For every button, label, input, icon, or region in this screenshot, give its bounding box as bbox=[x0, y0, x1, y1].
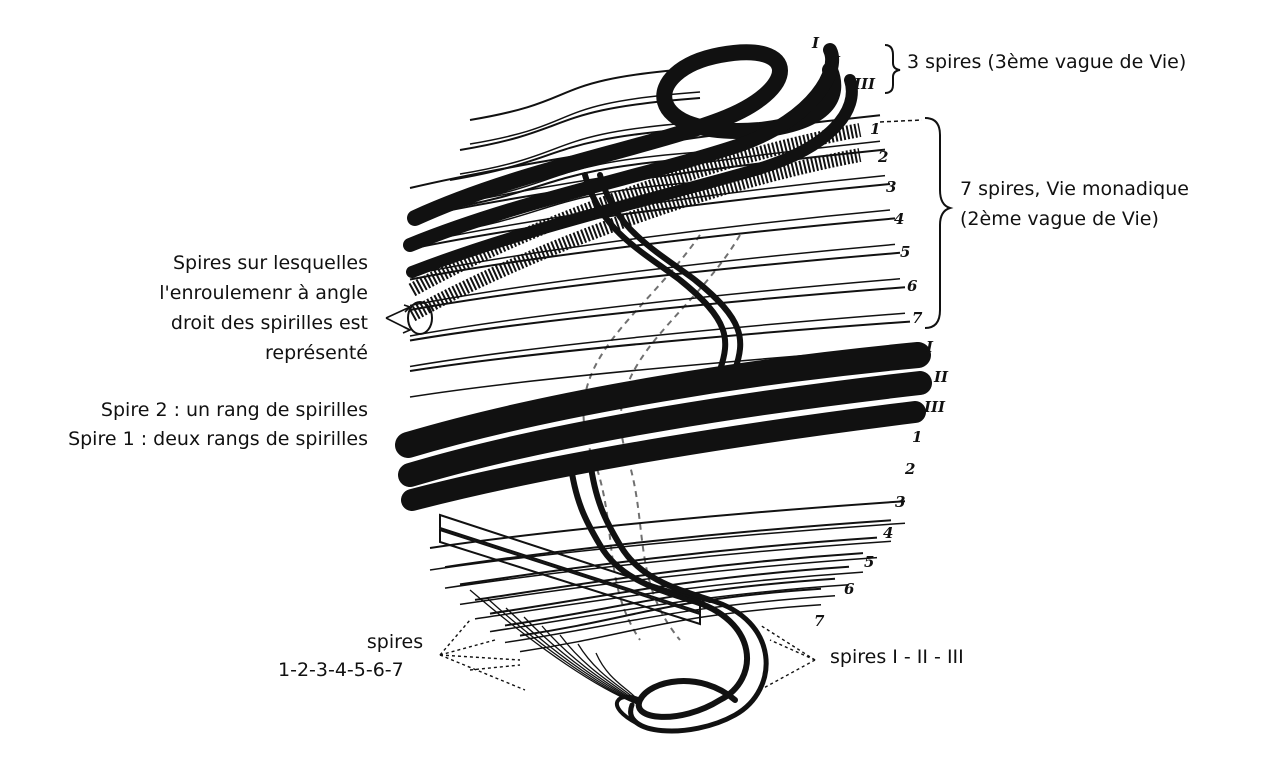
lower-front-band-6-lower-edge bbox=[504, 594, 836, 644]
upper-front-band-4-lower-edge bbox=[409, 243, 896, 307]
label-spire-2: Spire 2 : un rang de spirilles bbox=[100, 399, 368, 421]
upper-back-band-2-lower-edge bbox=[459, 121, 701, 175]
lower-front-band-1-lower-edge bbox=[429, 522, 906, 571]
numeral-lower-4: 4 bbox=[883, 524, 894, 542]
bottom-fan-line-5 bbox=[541, 625, 641, 706]
label-second-wave: (2ème vague de Vie) bbox=[960, 208, 1159, 230]
middle-black-bands bbox=[395, 342, 932, 511]
lower-front-band-2-lower-edge bbox=[444, 540, 892, 589]
bottom-right-leaders bbox=[759, 624, 816, 691]
upper-front-band-5 bbox=[409, 251, 901, 311]
bottom-fan-line-4 bbox=[523, 616, 641, 706]
label-left-line-4: représenté bbox=[265, 342, 368, 364]
brace-lead-dashed bbox=[879, 119, 923, 123]
rear-rope-dashed bbox=[582, 234, 701, 641]
brace-top bbox=[884, 44, 901, 94]
upper-back-band-4 bbox=[439, 157, 701, 211]
lower-front-band-1 bbox=[429, 500, 906, 549]
numeral-lower-1: 1 bbox=[912, 428, 923, 446]
numeral-lower-3: 3 bbox=[895, 493, 906, 511]
numeral-lower-7: 7 bbox=[814, 612, 825, 630]
numeral-upper-1: 1 bbox=[870, 120, 881, 138]
numeral-mid-II: II bbox=[934, 368, 949, 386]
lower-front-band-7-lower-edge bbox=[519, 604, 822, 653]
top-black-loops bbox=[403, 43, 858, 278]
lower-front-band-5-lower-edge bbox=[489, 584, 850, 633]
upper-back-band-1 bbox=[469, 67, 701, 121]
numeral-upper-2: 2 bbox=[878, 148, 889, 166]
upper-front-band-5-lower-edge bbox=[409, 278, 901, 337]
numeral-upper-4: 4 bbox=[894, 210, 905, 228]
label-left-line-2: l'enroulemenr à angle bbox=[159, 282, 368, 304]
numeral-upper-3: 3 bbox=[886, 178, 897, 196]
label-bottom-sequence: 1-2-3-4-5-6-7 bbox=[278, 659, 404, 681]
upper-back-band-1-lower-edge bbox=[469, 91, 701, 145]
numeral-upper-6: 6 bbox=[907, 277, 918, 295]
bottom-loop bbox=[614, 597, 769, 734]
numeral-mid-I: I bbox=[926, 338, 934, 356]
numeral-upper-7: 7 bbox=[912, 309, 923, 327]
label-three-spires: 3 spires (3ème vague de Vie) bbox=[907, 51, 1187, 73]
numeral-lower-6: 6 bbox=[844, 580, 855, 598]
hatched-band-spire-1 bbox=[408, 123, 862, 297]
bottom-left-leaders bbox=[439, 619, 526, 691]
label-left-line-3: droit des spirilles est bbox=[170, 312, 368, 334]
bottom-fan-line-7 bbox=[577, 643, 641, 706]
label-bottom-roman-spires: spires I - II - III bbox=[830, 646, 964, 668]
left-pointer-arrows bbox=[385, 304, 412, 334]
upper-back-band-2 bbox=[459, 97, 701, 151]
upper-front-band-6 bbox=[409, 286, 906, 342]
bottom-fan-line-6 bbox=[559, 634, 641, 706]
bottom-fan-line-3 bbox=[505, 607, 641, 706]
numeral-top-III: III bbox=[854, 75, 876, 93]
hatched-spirille-bands bbox=[407, 123, 862, 335]
numeral-lower-5: 5 bbox=[864, 553, 875, 571]
label-seven-spires: 7 spires, Vie monadique bbox=[960, 178, 1189, 200]
numeral-upper-5: 5 bbox=[900, 243, 911, 261]
upper-front-band-7 bbox=[409, 320, 911, 372]
brace-seven bbox=[924, 117, 954, 329]
label-bottom-spires: spires bbox=[366, 631, 424, 653]
label-spire-1: Spire 1 : deux rangs de spirilles bbox=[68, 428, 368, 450]
hatched-band-spire-2 bbox=[408, 148, 862, 322]
label-left-line-1: Spires sur lesquelles bbox=[172, 252, 368, 274]
lower-front-band-3 bbox=[459, 536, 878, 586]
lower-front-band-4 bbox=[474, 552, 864, 601]
numeral-lower-2: 2 bbox=[905, 460, 916, 478]
left-spirille-end bbox=[407, 301, 433, 335]
upper-front-band-6-lower-edge bbox=[409, 312, 906, 368]
lower-hatched-strap bbox=[439, 513, 701, 626]
numeral-top-II: II bbox=[826, 53, 841, 71]
numeral-mid-III: III bbox=[924, 398, 946, 416]
numeral-top-I: I bbox=[812, 34, 820, 52]
rear-rope-dashed-2 bbox=[619, 234, 741, 641]
